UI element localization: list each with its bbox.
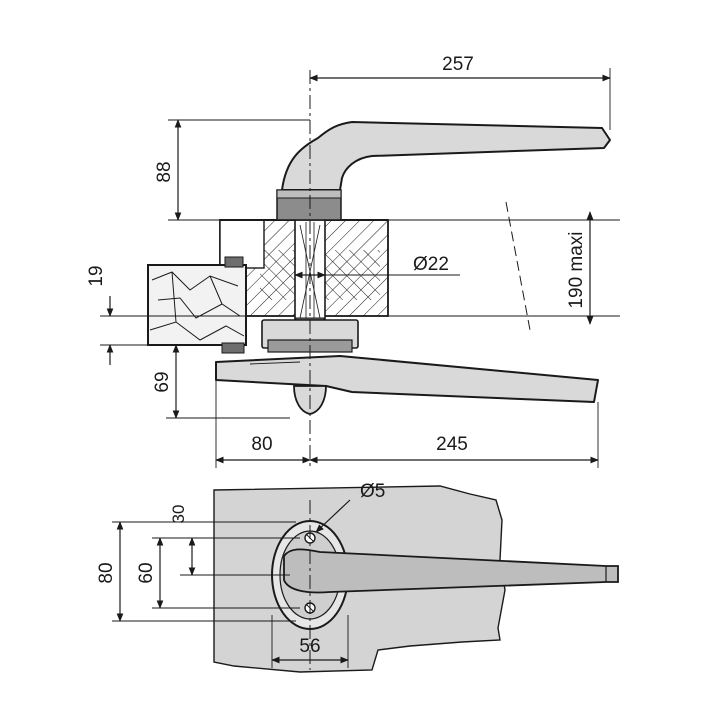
upper-handle — [276, 121, 611, 221]
dim-hole-spacing: 60 — [136, 537, 164, 609]
block-height-label: 19 — [86, 265, 107, 286]
dim-screw-diameter: Ø5 — [315, 481, 385, 533]
front-view: Ø5 30 60 80 56 — [96, 481, 619, 673]
hole-spacing-label: 60 — [136, 562, 157, 583]
spindle-diameter-label: Ø22 — [413, 254, 449, 275]
dim-spindle-diameter: Ø22 — [294, 254, 460, 279]
dim-handle-height: 88 — [154, 119, 310, 221]
rose-height-label: 80 — [96, 562, 117, 583]
dim-block-height: 19 — [86, 265, 250, 365]
stone-block — [147, 256, 247, 354]
side-view: 257 88 Ø22 190 maxi 1 — [86, 54, 620, 470]
dim-lower-lengths: 80 245 — [215, 380, 599, 468]
lower-height-label: 69 — [152, 371, 173, 392]
overall-length-label: 257 — [442, 54, 474, 75]
inner-length-label: 245 — [436, 434, 468, 455]
rose-width-label: 56 — [299, 636, 320, 657]
front-handle — [283, 548, 619, 594]
screw-diameter-label: Ø5 — [360, 481, 385, 502]
dim-thickness-max: 190 maxi — [360, 201, 620, 331]
handle-height-label: 88 — [154, 161, 175, 182]
inner-offset-label: 80 — [251, 434, 272, 455]
dim-rose-height: 80 — [96, 521, 124, 622]
dim-lower-height: 69 — [152, 344, 290, 419]
dim-rose-width: 56 — [271, 615, 349, 668]
thickness-max-label: 190 maxi — [566, 231, 587, 308]
lower-handle — [215, 355, 599, 415]
dim-overall-length: 257 — [309, 54, 611, 130]
screw-offset-label: 30 — [169, 505, 188, 524]
dim-screw-offset: 30 — [169, 505, 196, 576]
